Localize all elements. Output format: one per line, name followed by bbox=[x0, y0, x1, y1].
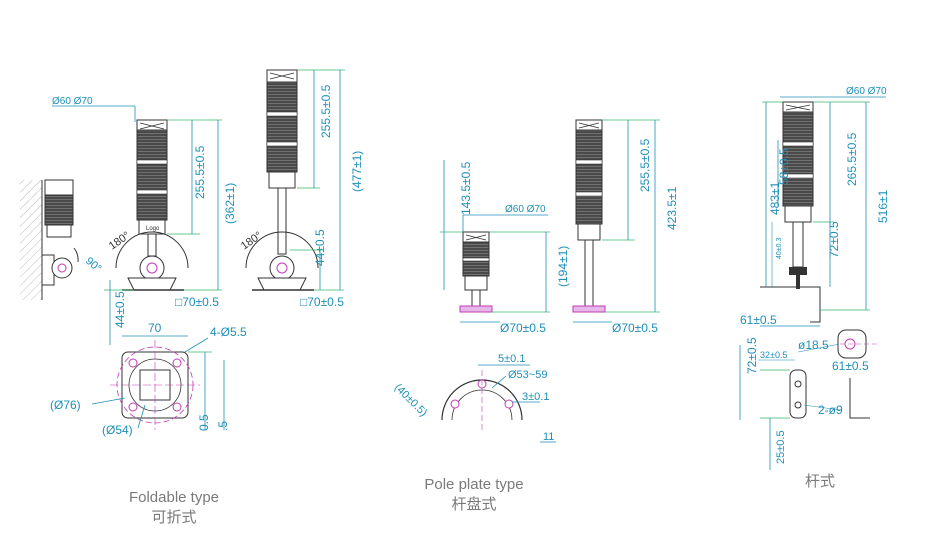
height-255-a: 255.5±0.5 bbox=[193, 145, 207, 199]
pole-plate-unit-a: Ø60 Ø70 143.5±0.5 (194±1) Ø70±0.5 bbox=[440, 160, 570, 335]
height-44-b: 44±0.5 bbox=[313, 229, 327, 266]
height-72: 72±0.5 bbox=[827, 221, 841, 258]
foldable-caption: Foldable type 可折式 bbox=[104, 488, 244, 528]
diameter-top-label: Ø60 Ø70 bbox=[52, 96, 93, 107]
circle-76-label: (Ø76) bbox=[50, 398, 81, 412]
square-70-b: □70±0.5 bbox=[300, 295, 344, 309]
height-265: 265.5±0.5 bbox=[845, 132, 859, 186]
pole-plate-caption-cn: 杆盘式 bbox=[451, 496, 497, 513]
foldable-unit-b: 180° 255.5±0.5 44±0.5 (477±1) □70±0.5 bbox=[239, 69, 364, 309]
height-516: 516±1 bbox=[876, 189, 890, 223]
small-11: 11 bbox=[543, 431, 554, 443]
height-423: 423.5±1 bbox=[665, 186, 679, 230]
pole-plate-base-section: 5±0.1 Ø53~59 3±0.1 (40±0.5) 11 bbox=[392, 353, 556, 443]
radius-40: (40±0.5) bbox=[392, 382, 429, 419]
plate-width-label: 70 bbox=[148, 321, 162, 335]
foldable-caption-cn: 可折式 bbox=[151, 509, 197, 526]
height-44-a: 44±0.5 bbox=[113, 291, 127, 328]
height-194: (194±1) bbox=[556, 246, 570, 287]
base-70-b: Ø70±0.5 bbox=[612, 321, 658, 335]
side-61: 61±0.5 bbox=[832, 359, 869, 373]
foldable-caption-en: Foldable type bbox=[128, 489, 220, 506]
height-255-pp: 255.5±0.5 bbox=[638, 138, 652, 192]
holes-label: 4-Ø5.5 bbox=[210, 325, 247, 339]
bracket-61: 61±0.5 bbox=[740, 313, 777, 327]
height-143: 143.5±0.5 bbox=[459, 161, 473, 215]
square-70-a: □70±0.5 bbox=[175, 295, 219, 309]
foldable-unit-a: Ø60 Ø70 Logo 180° 255.5±0.5 (362±1) □70±… bbox=[52, 96, 237, 345]
height-255-b: 255.5±0.5 bbox=[319, 84, 333, 138]
height-483: 483±1 bbox=[768, 181, 782, 215]
pole-plate-caption: Pole plate type 杆盘式 bbox=[404, 475, 544, 515]
pole-bracket-detail: 72±0.5 32±0.5 25±0.5 ø18.5 61±0.5 2-ø9 bbox=[739, 329, 880, 470]
height-58: 58±0.5 bbox=[777, 148, 791, 185]
pole-plate-unit-b: 255.5±0.5 423.5±1 Ø70±0.5 bbox=[572, 119, 679, 335]
wall-mount-view: 90° bbox=[20, 179, 104, 300]
base-70-a: Ø70±0.5 bbox=[500, 321, 546, 335]
angle-180-label-a: 180° bbox=[107, 230, 133, 253]
pole-caption-cn: 杆式 bbox=[804, 473, 835, 490]
height-362-a: (362±1) bbox=[223, 183, 237, 224]
side-dim-b: .5 bbox=[216, 421, 230, 431]
small-vertical: 40±0.3 bbox=[776, 238, 783, 259]
side-9: 2-ø9 bbox=[818, 403, 843, 417]
pole-type-unit: Ø60 Ø70 483±1 58±0.5 265.5±0.5 72±0.5 51… bbox=[740, 86, 890, 327]
pole-caption: 杆式 bbox=[780, 472, 860, 492]
slot-5: 5±0.1 bbox=[498, 353, 525, 365]
hole-18: ø18.5 bbox=[798, 338, 829, 352]
angle-90-label: 90° bbox=[83, 255, 103, 275]
circle-53: Ø53~59 bbox=[508, 369, 547, 381]
offset-3: 3±0.1 bbox=[522, 391, 549, 403]
height-477-b: (477±1) bbox=[350, 151, 364, 192]
side-25: 25±0.5 bbox=[775, 430, 787, 464]
logo-label: Logo bbox=[146, 226, 160, 232]
foldable-plate-view: 70 4-Ø5.5 (Ø76) (Ø54) 0.5 .5 bbox=[50, 321, 247, 437]
pole-plate-caption-en: Pole plate type bbox=[424, 476, 524, 493]
side-dim-a: 0.5 bbox=[197, 414, 211, 431]
circle-54-label: (Ø54) bbox=[102, 423, 133, 437]
wall-hatch bbox=[20, 180, 42, 300]
diameter-top-pole: Ø60 Ø70 bbox=[846, 86, 887, 97]
side-72: 72±0.5 bbox=[745, 337, 759, 374]
diameter-top-pp: Ø60 Ø70 bbox=[505, 204, 546, 215]
side-32: 32±0.5 bbox=[760, 350, 787, 360]
